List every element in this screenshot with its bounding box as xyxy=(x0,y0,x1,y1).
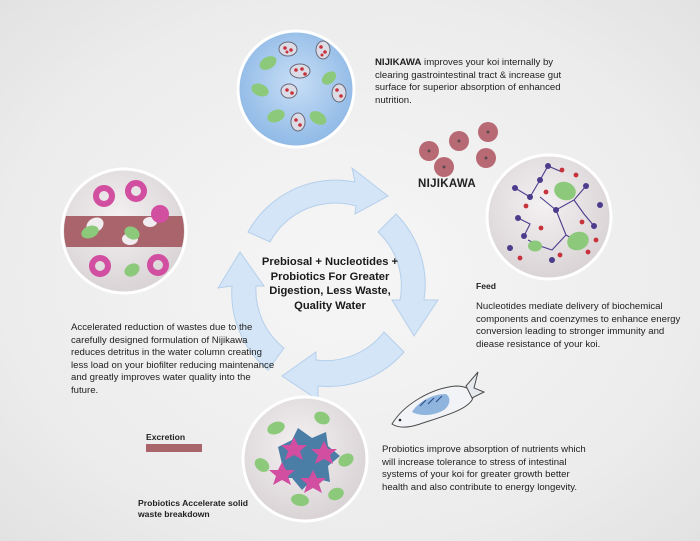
left-description: Accelerated reduction of wastes due to t… xyxy=(71,322,275,396)
bottom-right-description: Probiotics improve absorption of nutrien… xyxy=(382,444,586,493)
arrow-bottom xyxy=(281,331,405,401)
nucleotide-circle xyxy=(485,153,613,281)
probiotics-label: Probiotics Accelerate solid waste breakd… xyxy=(138,498,249,519)
top-description: NIJIKAWA improves your koi internally by… xyxy=(375,57,571,107)
bacteria-icon xyxy=(254,458,270,472)
arrow-top xyxy=(247,166,389,243)
nijikawa-feed-pellets xyxy=(419,122,498,177)
molecule-icon xyxy=(528,240,542,252)
center-title: Prebiosal + Nucleotides + Probiotics For… xyxy=(261,256,399,312)
excretion-label: Excretion xyxy=(146,432,186,442)
bacteria-icon xyxy=(328,487,344,501)
bacteria-icon xyxy=(81,225,99,239)
bacteria-icon xyxy=(267,109,285,123)
bacteria-icon xyxy=(291,493,309,507)
feed-label: Feed xyxy=(476,281,497,291)
star-icon xyxy=(281,437,307,460)
star-icon xyxy=(300,470,326,493)
bacteria-icon xyxy=(321,71,337,85)
waste-ring-icon xyxy=(89,255,111,277)
bacteria-icon xyxy=(338,453,354,467)
bacteria-icon xyxy=(259,56,277,70)
star-icon xyxy=(269,462,295,485)
waste-circle xyxy=(60,167,188,295)
pellet-icons xyxy=(278,40,347,132)
top-description-brand: NIJIKAWA xyxy=(375,57,422,68)
bacteria-icon xyxy=(251,83,269,97)
star-icon xyxy=(311,441,337,464)
arrow-right xyxy=(377,213,439,337)
bacteria-icon xyxy=(267,421,285,435)
waste-ring-icon xyxy=(147,254,169,276)
bacteria-icon xyxy=(124,226,140,240)
molecule-icon xyxy=(567,231,589,251)
cycle-arrows xyxy=(217,166,439,401)
waste-ring-icon xyxy=(93,185,115,207)
koi-fish-icon xyxy=(391,371,486,428)
feed-description: Nucleotides mediate delivery of biochemi… xyxy=(476,301,681,350)
top-description-body: improves your koi internally by clearing… xyxy=(375,57,562,106)
bacteria-icon xyxy=(309,111,327,125)
molecule-icon xyxy=(554,181,576,201)
probiotics-circle xyxy=(241,395,369,523)
nijikawa-label: NIJIKAWA xyxy=(418,178,476,190)
bacteria-icon xyxy=(314,411,330,425)
waste-ring-icon xyxy=(125,180,147,202)
gut-circle xyxy=(236,29,356,149)
arrow-left xyxy=(217,251,285,371)
bacteria-icon xyxy=(124,263,140,277)
excretion-bar xyxy=(146,444,202,452)
